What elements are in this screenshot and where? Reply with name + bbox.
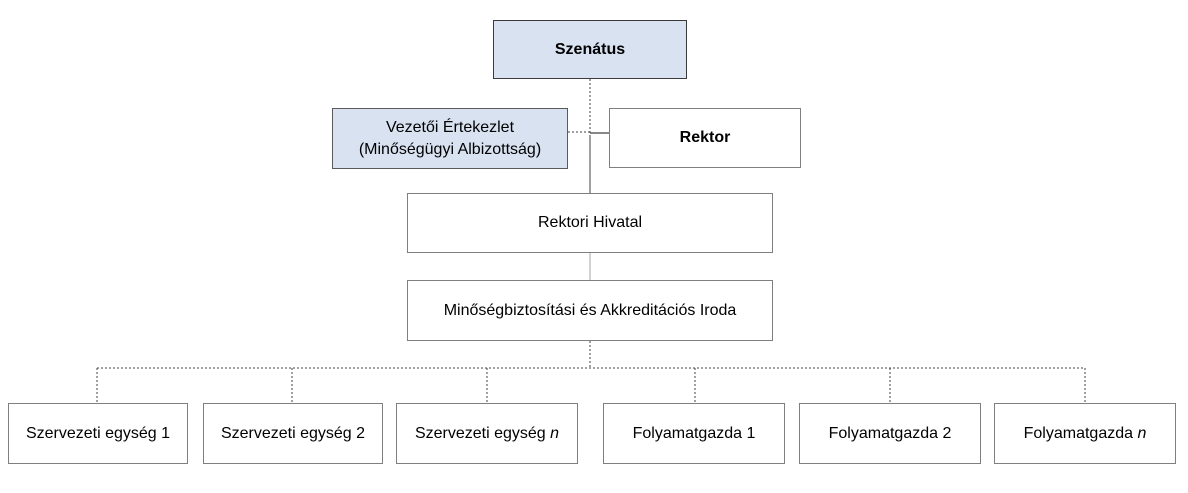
node-unit-label: Szervezeti egység 1 xyxy=(25,424,171,442)
node-senate-label: Szenátus xyxy=(554,40,626,58)
node-unit-n: Szervezeti egység n xyxy=(396,403,578,464)
node-rector-office: Rektori Hivatal xyxy=(407,193,773,253)
node-process-owner-2: Folyamatgazda 2 xyxy=(799,403,981,464)
node-unit-label: Szervezeti egység xyxy=(414,424,551,442)
node-qa-office: Minőségbiztosítási és Akkreditációs Irod… xyxy=(407,280,773,341)
node-rector-office-label: Rektori Hivatal xyxy=(537,214,643,231)
node-rector: Rektor xyxy=(609,108,801,168)
node-process-owner-1: Folyamatgazda 1 xyxy=(603,403,785,464)
node-unit-suffix: n xyxy=(1137,424,1147,442)
node-leadership-line2: (Minőségügyi Albizottság) xyxy=(358,140,542,158)
node-leadership-line1: Vezetői Értekezlet xyxy=(385,118,515,136)
node-unit-label: Folyamatgazda 2 xyxy=(828,424,952,442)
node-unit-label: Szervezeti egység 2 xyxy=(220,424,366,442)
node-unit-2: Szervezeti egység 2 xyxy=(203,403,383,464)
node-senate: Szenátus xyxy=(493,20,687,79)
node-unit-label: Folyamatgazda 1 xyxy=(632,424,756,442)
node-rector-label: Rektor xyxy=(679,129,731,146)
node-leadership-meeting: Vezetői Értekezlet (Minőségügyi Albizott… xyxy=(332,108,568,169)
node-unit-suffix: n xyxy=(550,424,560,442)
node-process-owner-n: Folyamatgazda n xyxy=(994,403,1176,464)
node-unit-1: Szervezeti egység 1 xyxy=(8,403,188,464)
node-unit-label: Folyamatgazda xyxy=(1023,424,1138,442)
node-qa-office-label: Minőségbiztosítási és Akkreditációs Irod… xyxy=(443,301,737,319)
